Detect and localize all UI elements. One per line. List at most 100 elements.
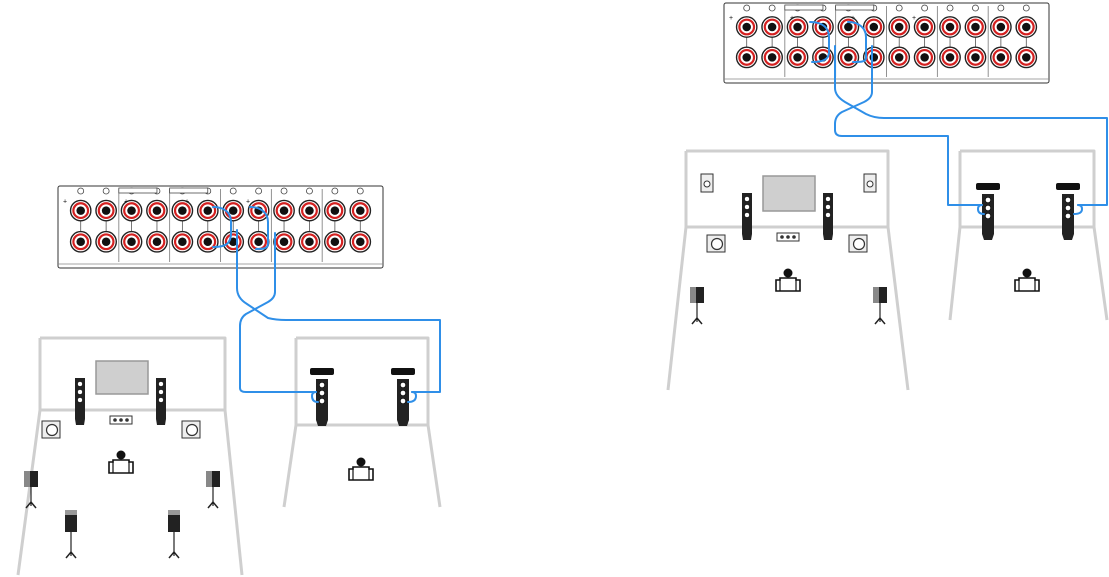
speaker-terminal-negative [198,232,218,252]
surround-speaker [24,471,38,508]
plus-mark: + [912,15,916,22]
speaker-terminal-negative [223,232,243,252]
front-left-speaker [742,193,752,240]
speaker-terminal-negative [813,47,833,67]
zone-label-box [836,5,874,10]
plus-mark: + [63,198,67,205]
surround-speaker [690,287,704,324]
zone2-room [284,338,440,507]
speaker-terminal-positive [737,17,757,37]
indicator-dot [744,5,750,11]
indicator-dot [332,188,338,194]
speaker-terminal-negative [787,47,807,67]
center-speaker [777,233,799,241]
indicator-dot [947,5,953,11]
speaker-terminal-negative [737,47,757,67]
plus-mark: + [790,15,794,22]
zone-label-box [170,188,208,193]
listener [1015,269,1039,292]
speaker-terminal-positive [248,200,268,220]
indicator-dot [78,188,84,194]
zone-label-box [119,188,157,193]
av-receiver-rear-panel: + + + + [58,186,383,268]
speaker-terminal-positive [813,17,833,37]
speaker-terminal-negative [121,232,141,252]
indicator-dot [769,5,775,11]
bi-wired-speaker [1056,183,1080,240]
speaker-terminal-negative [71,232,91,252]
indicator-dot [896,5,902,11]
listener [109,451,133,474]
indicator-dot [998,5,1004,11]
speaker-terminal-positive [71,200,91,220]
center-speaker [110,416,132,424]
indicator-dot [922,5,928,11]
subwoofer [707,235,725,252]
indicator-dot [281,188,287,194]
plus-mark: + [729,15,733,22]
bi-wired-speaker [310,368,334,426]
speaker-terminal-positive [1016,17,1036,37]
speaker-terminal-negative [350,232,370,252]
speaker-terminal-negative [274,232,294,252]
surround-speaker [206,471,220,508]
speaker-terminal-positive [350,200,370,220]
speaker-terminal-positive [96,200,116,220]
speaker-terminal-negative [96,232,116,252]
speaker-terminal-negative [965,47,985,67]
subwoofer [182,421,200,438]
speaker-terminal-positive [965,17,985,37]
subwoofer [849,235,867,252]
speaker-terminal-positive [172,200,192,220]
speaker-terminal-positive [274,200,294,220]
av-receiver-rear-panel: + + + + [724,3,1049,83]
speaker-terminal-negative [940,47,960,67]
speaker-terminal-positive [914,17,934,37]
speaker-terminal-negative [991,47,1011,67]
zone2-room [950,151,1107,320]
plus-mark: + [124,198,128,205]
surround-back-speaker [65,510,77,558]
tv [763,176,815,211]
speaker-terminal-negative [147,232,167,252]
front-right-speaker [823,193,833,240]
speaker-terminal-positive [991,17,1011,37]
main-room [668,151,908,390]
speaker-terminal-negative [889,47,909,67]
plus-mark: + [851,15,855,22]
wire-bi-r [408,392,416,402]
speaker-terminal-negative [299,232,319,252]
indicator-dot [256,188,262,194]
presence-speaker [701,174,713,192]
presence-speaker [864,174,876,192]
front-left-speaker [75,378,85,425]
indicator-dot [230,188,236,194]
speaker-terminal-negative [325,232,345,252]
speaker-terminal-positive [889,17,909,37]
speaker-terminal-positive [325,200,345,220]
bi-wired-speaker [391,368,415,426]
indicator-dot [357,188,363,194]
speaker-terminal-negative [1016,47,1036,67]
plus-mark: + [246,198,250,205]
speaker-terminal-positive [762,17,782,37]
front-right-speaker [156,378,166,425]
speaker-terminal-negative [172,232,192,252]
tv [96,361,148,394]
plus-mark: + [185,198,189,205]
main-room [18,338,242,575]
speaker-terminal-positive [838,17,858,37]
speaker-terminal-positive [940,17,960,37]
subwoofer [42,421,60,438]
listener [349,458,373,481]
surround-back-speaker [168,510,180,558]
speaker-terminal-negative [838,47,858,67]
indicator-dot [103,188,109,194]
speaker-terminal-positive [147,200,167,220]
indicator-dot [306,188,312,194]
wire-bi-r [1074,205,1082,214]
surround-speaker [873,287,887,324]
speaker-terminal-negative [914,47,934,67]
zone-label-box [785,5,823,10]
